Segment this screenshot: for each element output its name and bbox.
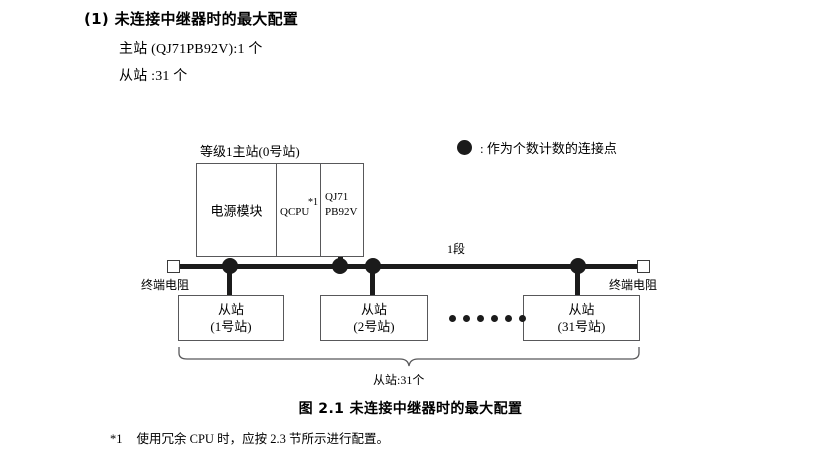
slave-station-2-name: 从站 [360,302,387,317]
network-module-line2: PB92V [325,206,358,218]
rack-cell-cpu: *1 QCPU [277,164,321,256]
terminator-right-label: 终端电阻 [609,278,658,292]
slave-station-1-name: 从站 [217,302,244,317]
figure-caption: 图 2.1 未连接中继器时的最大配置 [298,401,523,417]
slave-station-2: 从站 (2号站) [320,295,428,341]
rack-cell-power-supply-label: 电源模块 [210,203,263,219]
terminator-right [637,260,650,273]
brace-icon [178,347,640,367]
section-line-slave: 从站 :31 个 [119,69,188,84]
trunk-bus-line [178,264,639,269]
slave-station-31-name: 从站 [568,302,595,317]
ellipsis-dot-icon [491,315,498,322]
ellipsis-dot-icon [477,315,484,322]
connection-node-master [332,258,348,274]
slave-station-1: 从站 (1号站) [178,295,284,341]
segment-label: 1段 [447,242,466,256]
legend: : 作为个数计数的连接点 [457,138,617,157]
ellipsis-dot-icon [463,315,470,322]
rack-cell-cpu-footnote-marker: *1 [308,197,318,208]
slave-station-2-number: (2号站) [353,319,395,334]
drop-line-slave31 [575,266,580,296]
ellipsis-dots [449,315,526,322]
rack-label: 等级1主站(0号站) [200,144,300,159]
drop-line-slave2 [370,266,375,296]
section-title: (1) 未连接中继器时的最大配置 [84,10,299,28]
footnote: *1 使用冗余 CPU 时，应按 2.3 节所示进行配置。 [110,428,389,447]
slave-station-31-number: (31号站) [557,319,606,334]
section-line-master: 主站 (QJ71PB92V):1 个 [119,42,263,57]
drop-line-slave1 [227,266,232,296]
terminator-left [167,260,180,273]
ellipsis-dot-icon [505,315,512,322]
slave-count-label: 从站:31个 [373,373,425,387]
slave-station-1-number: (1号站) [210,319,252,334]
terminator-left-label: 终端电阻 [141,278,190,292]
rack-cell-cpu-label: QCPU [280,206,310,218]
ellipsis-dot-icon [519,315,526,322]
footnote-text: 使用冗余 CPU 时，应按 2.3 节所示进行配置。 [136,432,389,446]
ellipsis-dot-icon [449,315,456,322]
master-rack: 电源模块 *1 QCPU QJ71 PB92V [196,163,364,257]
slave-count-brace [178,347,640,367]
rack-cell-power-supply: 电源模块 [197,164,277,256]
legend-label: : 作为个数计数的连接点 [480,141,617,156]
footnote-marker: *1 [110,432,123,446]
filled-circle-icon [457,140,472,155]
slave-station-31: 从站 (31号站) [523,295,640,341]
rack-cell-network-module: QJ71 PB92V [321,164,363,256]
network-module-line1: QJ71 [325,191,349,203]
rack-cell-network-module-label: QJ71 PB92V [325,190,357,220]
